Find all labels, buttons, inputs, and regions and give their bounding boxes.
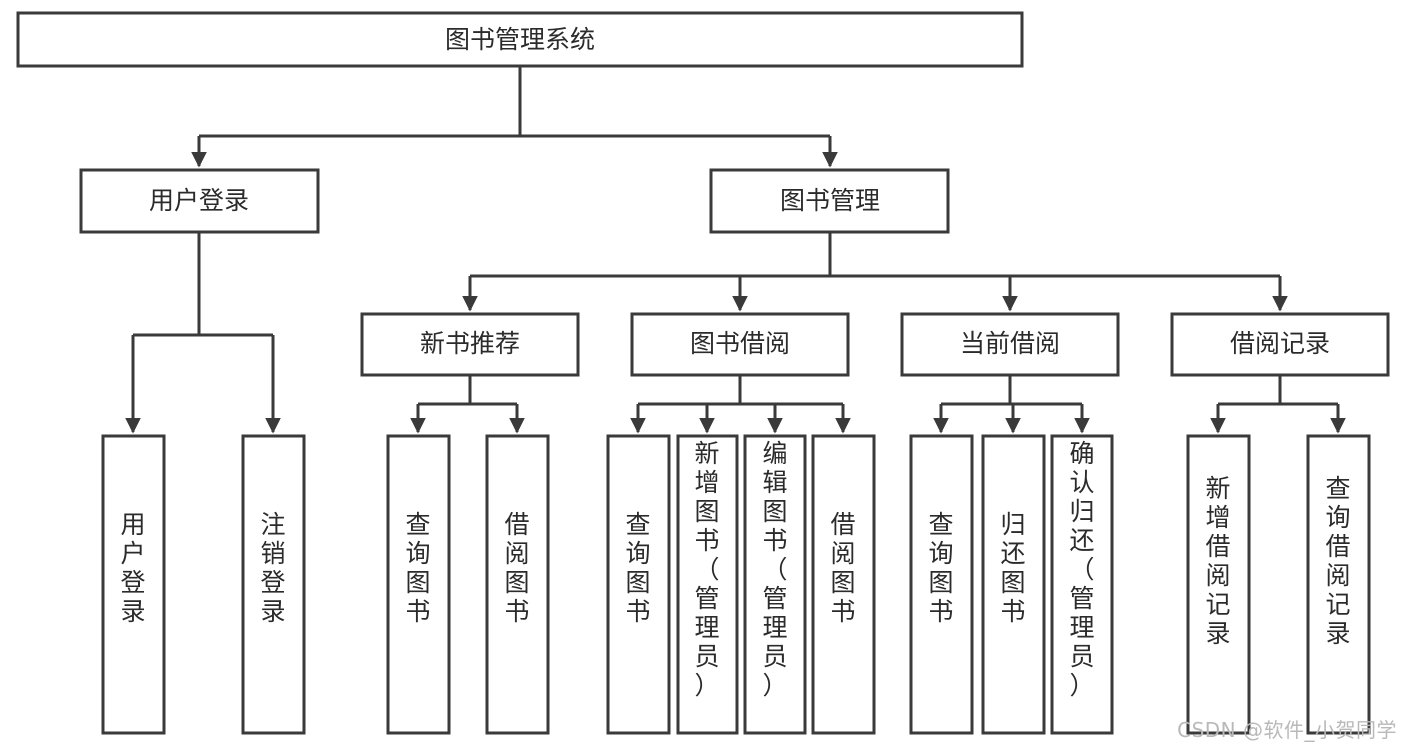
node-box-title-system	[16, 11, 1024, 68]
node-box-leaf-query-books-3	[909, 434, 974, 735]
node-box-leaf-confirm-return-admin	[1050, 434, 1114, 735]
node-leaf-query-borrow-record[interactable]: 查询借阅记录	[1306, 434, 1371, 735]
csdn-watermark: CSDN @软件_小贺同学	[1177, 718, 1397, 742]
node-box-leaf-borrow-books-2	[811, 434, 876, 735]
node-box-leaf-add-book-admin	[676, 434, 739, 735]
node-box-leaf-return-books	[981, 434, 1046, 735]
node-label-leaf-query-books-2: 查询图书	[625, 510, 650, 626]
node-label-leaf-logout-login: 注销登录	[260, 510, 285, 626]
node-leaf-confirm-return-admin[interactable]: 确认归还（管理员）	[1050, 434, 1114, 735]
node-label-leaf-add-borrow-record: 新增借阅记录	[1205, 474, 1230, 648]
node-current-borrow[interactable]: 当前借阅	[900, 312, 1120, 377]
node-box-leaf-logout-login	[241, 434, 306, 735]
node-leaf-user-login[interactable]: 用户登录	[101, 434, 166, 735]
node-leaf-add-borrow-record[interactable]: 新增借阅记录	[1186, 434, 1251, 735]
node-box-book-management	[709, 168, 950, 234]
node-label-leaf-query-borrow-record: 查询借阅记录	[1325, 474, 1350, 648]
node-book-management[interactable]: 图书管理	[709, 168, 950, 234]
node-box-leaf-query-books-1	[386, 434, 451, 735]
node-label-leaf-confirm-return-admin: 确认归还（管理员）	[1069, 439, 1094, 700]
node-label-borrow-record: 借阅记录	[1230, 329, 1330, 358]
node-leaf-edit-book-admin[interactable]: 编辑图书（管理员）	[743, 434, 807, 735]
node-box-leaf-query-books-2	[606, 434, 671, 735]
node-box-current-borrow	[900, 312, 1120, 377]
node-label-leaf-user-login: 用户登录	[120, 510, 145, 626]
node-label-leaf-edit-book-admin: 编辑图书（管理员）	[762, 439, 787, 700]
node-label-leaf-add-book-admin: 新增图书（管理员）	[694, 439, 719, 700]
node-new-book-recommend[interactable]: 新书推荐	[360, 312, 580, 377]
node-box-leaf-edit-book-admin	[743, 434, 807, 735]
node-box-leaf-borrow-books-1	[485, 434, 550, 735]
node-label-leaf-borrow-books-2: 借阅图书	[830, 510, 855, 626]
node-leaf-query-books-2[interactable]: 查询图书	[606, 434, 671, 735]
node-box-leaf-user-login	[101, 434, 166, 735]
node-label-leaf-query-books-1: 查询图书	[405, 510, 430, 626]
node-label-current-borrow: 当前借阅	[960, 329, 1060, 358]
node-leaf-query-books-1[interactable]: 查询图书	[386, 434, 451, 735]
node-user-login[interactable]: 用户登录	[79, 168, 320, 234]
node-leaf-add-book-admin[interactable]: 新增图书（管理员）	[676, 434, 739, 735]
node-box-leaf-query-borrow-record	[1306, 434, 1371, 735]
node-label-leaf-return-books: 归还图书	[1000, 510, 1025, 626]
node-borrow-record[interactable]: 借阅记录	[1170, 312, 1390, 377]
node-box-user-login	[79, 168, 320, 234]
node-label-book-management: 图书管理	[780, 186, 880, 215]
node-box-new-book-recommend	[360, 312, 580, 377]
node-leaf-query-books-3[interactable]: 查询图书	[909, 434, 974, 735]
node-box-leaf-add-borrow-record	[1186, 434, 1251, 735]
node-label-book-borrow: 图书借阅	[690, 329, 790, 358]
node-label-new-book-recommend: 新书推荐	[420, 329, 520, 358]
node-label-user-login: 用户登录	[149, 186, 249, 215]
node-book-borrow[interactable]: 图书借阅	[630, 312, 850, 377]
node-label-leaf-query-books-3: 查询图书	[928, 510, 953, 626]
node-box-borrow-record	[1170, 312, 1390, 377]
node-label-title-system: 图书管理系统	[445, 25, 595, 54]
node-title-system[interactable]: 图书管理系统	[16, 11, 1024, 68]
node-leaf-borrow-books-1[interactable]: 借阅图书	[485, 434, 550, 735]
connector-layer	[125, 66, 1346, 434]
node-leaf-borrow-books-2[interactable]: 借阅图书	[811, 434, 876, 735]
node-leaf-return-books[interactable]: 归还图书	[981, 434, 1046, 735]
node-box-book-borrow	[630, 312, 850, 377]
node-leaf-logout-login[interactable]: 注销登录	[241, 434, 306, 735]
node-label-leaf-borrow-books-1: 借阅图书	[504, 510, 529, 626]
